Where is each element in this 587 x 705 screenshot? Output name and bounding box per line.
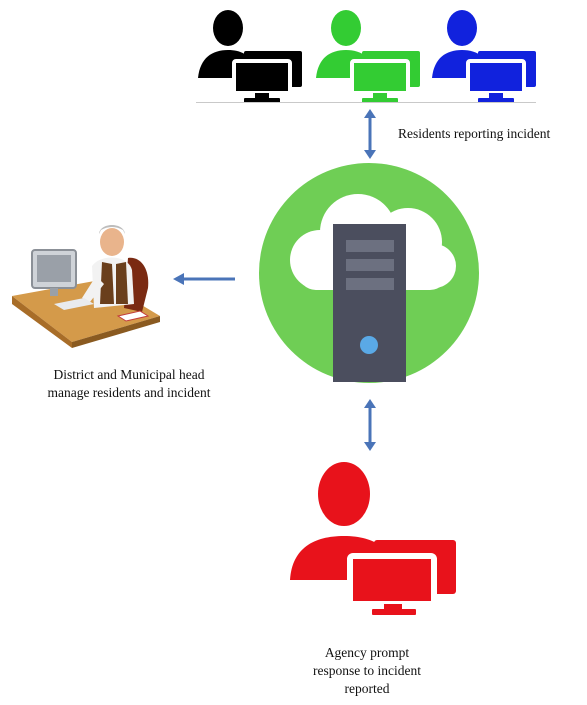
resident-green-icon (314, 8, 422, 105)
residents-caption: Residents reporting incident (398, 126, 551, 141)
agency-user-icon (290, 462, 456, 615)
resident-black-icon (196, 8, 304, 105)
district-caption-line2: manage residents and incident (47, 385, 211, 400)
agency-caption-line1: Agency prompt (324, 645, 410, 660)
residents-group (194, 6, 540, 106)
office-worker-at-desk-icon (12, 225, 160, 348)
residents-baseline (196, 102, 536, 103)
residents-icons (196, 8, 538, 105)
arrow-cloud-district (173, 273, 235, 285)
district-caption-line1: District and Municipal head (53, 367, 205, 382)
resident-blue-icon (430, 8, 538, 105)
district-caption: District and Municipal head manage resid… (0, 366, 258, 402)
cloud-server-icon (259, 163, 479, 383)
agency-caption-line2: response to incident (313, 663, 421, 678)
arrow-residents-cloud (364, 109, 376, 159)
agency-caption-line3: reported (344, 681, 390, 696)
arrow-cloud-agency (364, 399, 376, 451)
agency-caption: Agency prompt response to incident repor… (272, 644, 462, 698)
